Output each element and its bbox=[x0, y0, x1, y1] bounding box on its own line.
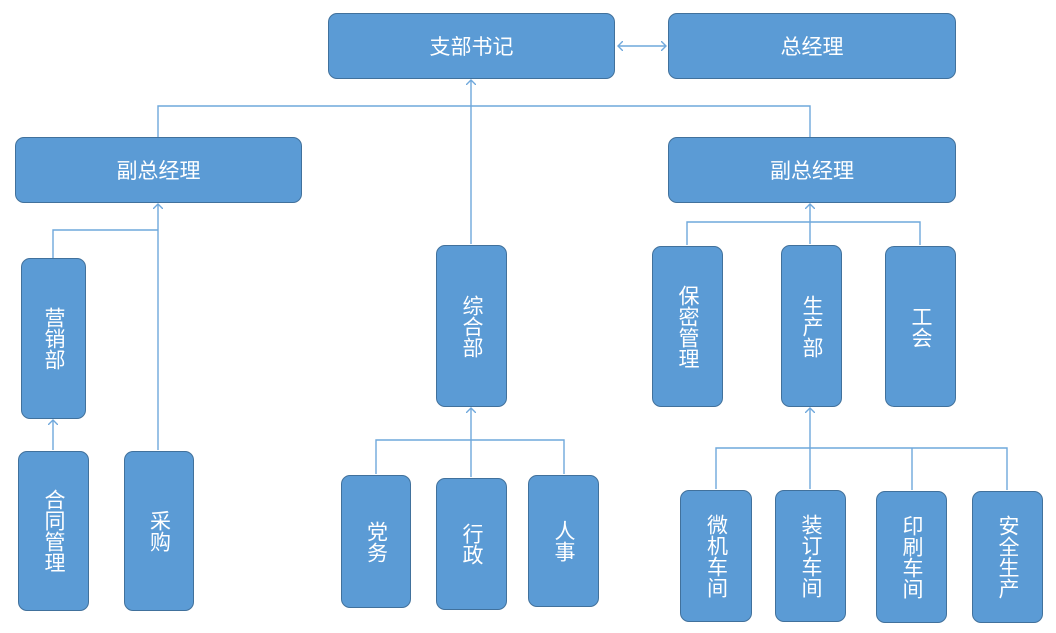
node-binding-workshop: 装订车间 bbox=[775, 490, 846, 622]
label-confidentiality-management: 保密管理 bbox=[676, 284, 700, 369]
node-marketing-dept: 营销部 bbox=[21, 258, 86, 419]
label-deputy-gm-right: 副总经理 bbox=[770, 159, 854, 183]
node-procurement: 采购 bbox=[124, 451, 194, 611]
connector-right-bus bbox=[686, 221, 921, 245]
connector-workshops-bus bbox=[715, 447, 1008, 490]
node-printing-workshop: 印刷车间 bbox=[876, 491, 947, 623]
label-production-dept: 生产部 bbox=[800, 294, 824, 358]
label-marketing-dept: 营销部 bbox=[42, 307, 66, 370]
label-procurement: 采购 bbox=[147, 510, 172, 552]
node-labor-union: 工会 bbox=[885, 246, 956, 407]
node-confidentiality-management: 保密管理 bbox=[652, 246, 723, 407]
label-administration: 行政 bbox=[460, 523, 484, 565]
label-safety-production: 安全生产 bbox=[996, 515, 1020, 599]
connector-deputies-bus bbox=[157, 105, 811, 137]
label-party-affairs: 党务 bbox=[364, 520, 389, 563]
node-microcomputer-workshop: 微机车间 bbox=[680, 490, 752, 622]
connector-middle-bus bbox=[375, 439, 565, 474]
node-contract-management: 合同管理 bbox=[18, 451, 89, 611]
label-labor-union: 工会 bbox=[909, 305, 933, 348]
node-party-affairs: 党务 bbox=[341, 475, 411, 608]
label-party-secretary: 支部书记 bbox=[429, 35, 514, 59]
node-deputy-gm-right: 副总经理 bbox=[668, 137, 956, 203]
node-production-dept: 生产部 bbox=[781, 245, 842, 407]
label-binding-workshop: 装订车间 bbox=[799, 514, 823, 598]
node-personnel: 人事 bbox=[528, 475, 599, 607]
node-safety-production: 安全生产 bbox=[972, 491, 1043, 623]
node-general-manager: 总经理 bbox=[668, 13, 956, 79]
label-personnel: 人事 bbox=[552, 520, 576, 562]
connector-marketing-to-deputy bbox=[52, 229, 158, 258]
label-general-manager: 总经理 bbox=[780, 35, 844, 59]
label-general-affairs-dept: 综合部 bbox=[460, 294, 484, 358]
label-printing-workshop: 印刷车间 bbox=[900, 515, 924, 599]
node-deputy-gm-left: 副总经理 bbox=[15, 137, 302, 203]
node-general-affairs-dept: 综合部 bbox=[436, 245, 507, 407]
label-deputy-gm-left: 副总经理 bbox=[116, 159, 201, 183]
label-microcomputer-workshop: 微机车间 bbox=[704, 514, 729, 598]
label-contract-management: 合同管理 bbox=[42, 489, 66, 573]
node-administration: 行政 bbox=[436, 478, 507, 610]
node-party-secretary: 支部书记 bbox=[328, 13, 615, 79]
